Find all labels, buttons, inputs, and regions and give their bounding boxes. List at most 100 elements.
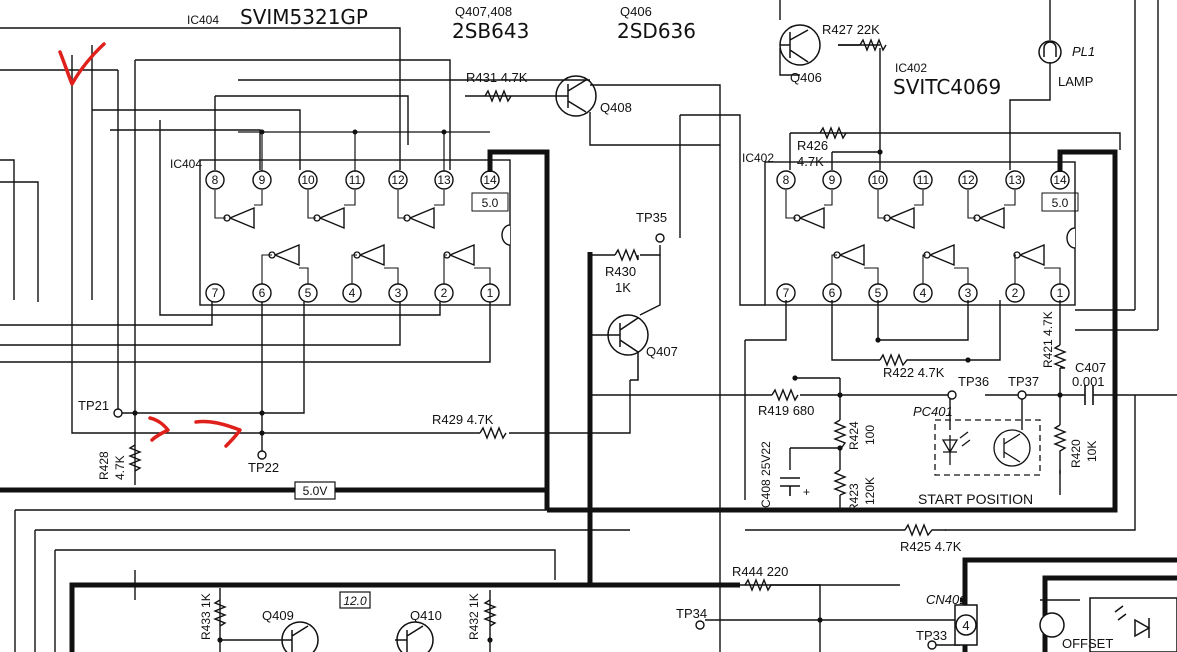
ic404-pin-4: 4 <box>342 283 362 303</box>
c407-symbol <box>1084 385 1094 405</box>
ic402-pin-6: 6 <box>822 283 842 303</box>
ic404-pin-13: 13 <box>434 170 454 190</box>
r423-symbol <box>833 469 847 496</box>
transistor-q408-symbol <box>555 75 597 117</box>
r426-value: 4.7K <box>797 154 824 169</box>
svg-text:2: 2 <box>441 286 448 300</box>
tp34-label: TP34 <box>676 606 707 621</box>
lamp-pl1-symbol <box>1038 40 1062 64</box>
r422-symbol <box>879 353 920 367</box>
r433-symbol <box>213 599 227 627</box>
ic404-bottom-pins: 7 6 5 4 3 2 1 <box>205 283 500 303</box>
q408-label: Q408 <box>600 100 632 115</box>
ic402-title-part: SVITC4069 <box>893 75 1001 99</box>
svg-text:8: 8 <box>783 173 790 187</box>
svg-text:1: 1 <box>487 286 494 300</box>
r425-symbol <box>904 523 946 537</box>
r420-symbol <box>1053 424 1067 474</box>
transistor-q410-symbol <box>395 621 434 652</box>
r430-value: 1K <box>615 280 631 295</box>
r427-label: R427 22K <box>822 22 880 37</box>
labels: IC404 SVIM5321GP Q407,408 2SB643 Q406 2S… <box>78 4 1113 651</box>
tp35-node <box>655 233 665 243</box>
svg-text:+: + <box>803 485 810 499</box>
transistor-q409-symbol <box>220 621 319 652</box>
lamp-name: LAMP <box>1058 74 1093 89</box>
svg-text:6: 6 <box>259 286 266 300</box>
ic404-pin-14: 14 <box>480 170 500 190</box>
cn401-label: CN401 <box>926 592 966 607</box>
c407-label: C407 <box>1075 360 1106 375</box>
ic404-title-part: SVIM5321GP <box>240 5 368 29</box>
offset-label: OFFSET <box>1062 636 1113 651</box>
ic402-pin-8: 8 <box>776 170 796 190</box>
q407-408-ref: Q407,408 <box>455 4 512 19</box>
pc401-label: PC401 <box>913 404 953 419</box>
power-rails <box>0 149 1177 652</box>
tp35-label: TP35 <box>636 210 667 225</box>
r427-symbol <box>859 38 887 52</box>
r431-symbol <box>484 89 512 103</box>
tp34-node <box>695 620 705 630</box>
r433-label: R433 1K <box>199 593 213 640</box>
r419-label: R419 680 <box>758 403 814 418</box>
red-arrow-right <box>194 419 242 448</box>
ic404-pin-11: 11 <box>345 170 365 190</box>
svg-text:3: 3 <box>965 286 972 300</box>
r429-symbol <box>420 426 515 440</box>
cn401-pin: 4 <box>962 618 969 633</box>
ic404-body-label: IC404 <box>170 157 202 171</box>
ic402-top-pins: 8 9 10 11 12 13 14 <box>776 170 1070 190</box>
r424-label: R424 <box>847 421 861 450</box>
svg-text:10: 10 <box>301 173 315 187</box>
ic404-voltage: 5.0 <box>482 196 499 210</box>
ic402-pin-14: 14 <box>1050 170 1070 190</box>
q406-label: Q406 <box>790 70 822 85</box>
svg-text:12: 12 <box>961 173 975 187</box>
r421-symbol <box>1053 344 1067 369</box>
ic404-pin-12: 12 <box>388 170 408 190</box>
r444-symbol <box>740 578 840 592</box>
ic404-pin-1: 1 <box>480 283 500 303</box>
photo-interrupter-pc401 <box>934 419 1041 476</box>
svg-text:9: 9 <box>259 173 266 187</box>
capacitors: + <box>780 385 1094 499</box>
c408-label: C408 25V22 <box>759 441 773 508</box>
ic404-top-pins: 8 9 10 11 12 13 14 <box>205 170 500 190</box>
tp21-label: TP21 <box>78 398 109 413</box>
svg-text:11: 11 <box>349 173 362 187</box>
ic402-bottom-pins: 7 6 5 4 3 2 1 <box>776 283 1070 303</box>
tp37-node <box>1017 390 1027 400</box>
ic402-pin-3: 3 <box>958 283 978 303</box>
ic402-pin-10: 10 <box>868 170 888 190</box>
tp37-label: TP37 <box>1008 374 1039 389</box>
ic402-pin-5: 5 <box>868 283 888 303</box>
svg-text:12: 12 <box>391 173 405 187</box>
ic402-pin-12: 12 <box>958 170 978 190</box>
connector-cn401-symbol <box>954 597 1177 652</box>
r428-value: 4.7K <box>113 455 127 480</box>
ic404-title-prefix: IC404 <box>187 13 219 27</box>
r428-label: R428 <box>97 451 111 480</box>
r420-value: 10K <box>1085 441 1099 462</box>
ic404-pin-2: 2 <box>434 283 454 303</box>
ic404-pin-8: 8 <box>205 170 225 190</box>
ic404-pin-3: 3 <box>388 283 408 303</box>
svg-text:7: 7 <box>783 286 790 300</box>
ic404-package: IC404 5.0 <box>170 129 511 306</box>
ic402-pin-11: 11 <box>913 170 933 190</box>
r426-symbol <box>819 126 847 140</box>
transistor-q407-symbol <box>590 314 649 381</box>
r430-symbol <box>614 248 639 262</box>
svg-text:7: 7 <box>212 286 219 300</box>
tp36-label: TP36 <box>958 374 989 389</box>
r419-symbol <box>771 388 799 402</box>
r425-label: R425 4.7K <box>900 539 962 554</box>
red-checkmark <box>58 42 106 86</box>
ic402-pin-4: 4 <box>913 283 933 303</box>
junctions <box>132 149 1063 643</box>
c408-symbol <box>780 477 800 496</box>
svg-text:9: 9 <box>829 173 836 187</box>
tp22-node <box>257 450 267 460</box>
